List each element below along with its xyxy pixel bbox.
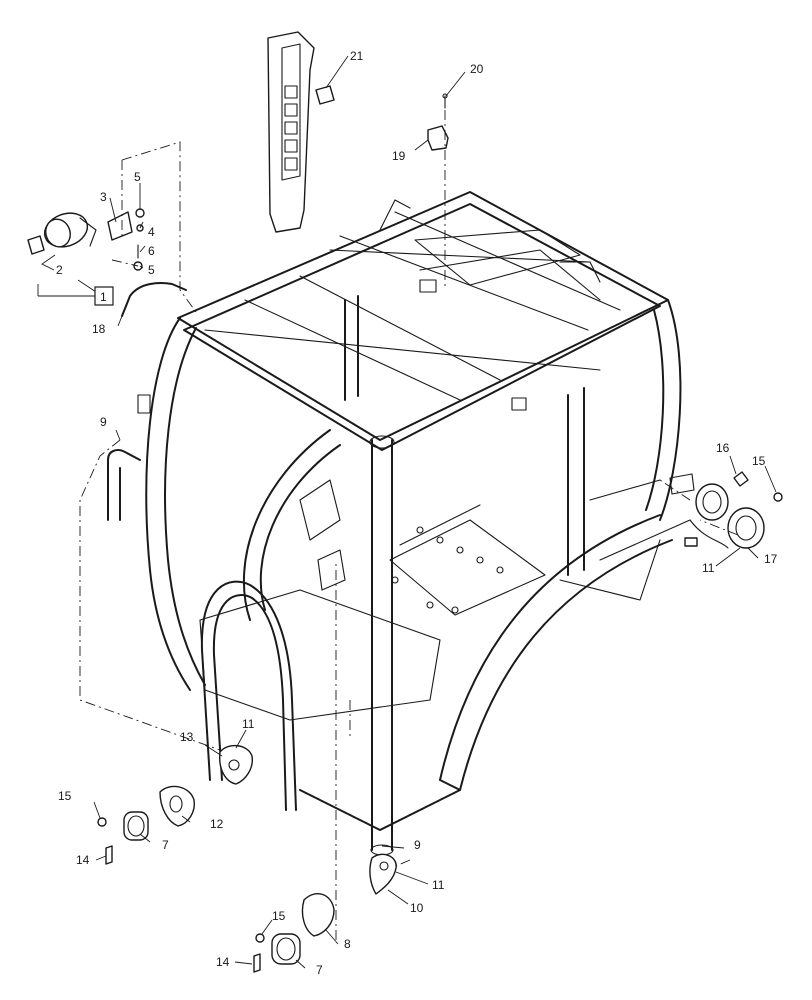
- lamp-hardware: [133, 208, 145, 271]
- pillar-trim-panel: [267, 31, 315, 233]
- callout-5-top: 5: [134, 170, 141, 184]
- callout-14-bottom: 14: [216, 955, 230, 969]
- callout-5-bottom: 5: [148, 263, 155, 277]
- callout-19: 19: [392, 149, 406, 163]
- callout-18: 18: [92, 322, 106, 336]
- callout-9-right: 9: [414, 838, 421, 852]
- front-left-lamp: [123, 811, 149, 841]
- callout-4: 4: [148, 225, 155, 239]
- callout-13: 13: [180, 730, 194, 744]
- callout-3: 3: [100, 190, 107, 204]
- lamp-wire-harness: [121, 282, 187, 317]
- callout-numbers: 2 3 4 5 6 5 18 21 20 19 9 16 15 11 17 11…: [56, 49, 778, 977]
- callout-15-right: 15: [752, 454, 766, 468]
- callout-12: 12: [210, 817, 224, 831]
- front-left-bulb: [97, 817, 107, 827]
- front-right-lamp-housing: [301, 892, 335, 937]
- callout-14-left: 14: [76, 853, 90, 867]
- callout-1: 1: [100, 290, 107, 304]
- roof-screw: [442, 93, 448, 109]
- front-left-lamp-bracket: [219, 745, 253, 785]
- dome-lamp: [315, 85, 335, 105]
- callout-9-left: 9: [100, 415, 107, 429]
- rear-bulb-small: [773, 492, 783, 502]
- callout-2: 2: [56, 263, 63, 277]
- callout-6: 6: [148, 244, 155, 258]
- front-left-lamp-housing: [159, 785, 195, 827]
- callout-17: 17: [764, 552, 778, 566]
- callout-11-right: 11: [702, 561, 715, 575]
- front-right-screw: [253, 953, 261, 973]
- front-left-screw: [105, 845, 113, 865]
- floor-bolts: [391, 526, 504, 614]
- callout-10: 10: [410, 901, 424, 915]
- callout-7-bottom: 7: [316, 963, 323, 977]
- callout-7-left: 7: [162, 838, 169, 852]
- rear-work-lamp-pair: [684, 483, 765, 549]
- callout-11-left: 11: [242, 717, 255, 731]
- callout-1-box: 1: [94, 286, 114, 306]
- callout-20: 20: [470, 62, 484, 76]
- callout-16: 16: [716, 441, 730, 455]
- front-right-lamp: [271, 933, 301, 965]
- leader-lines: [37, 55, 777, 969]
- callout-15-bottom: 15: [272, 909, 286, 923]
- callout-21: 21: [350, 49, 364, 63]
- front-right-bulb: [255, 933, 265, 943]
- callout-8: 8: [344, 937, 351, 951]
- callout-15-left: 15: [58, 789, 72, 803]
- work-lamp-top: [27, 212, 97, 255]
- lamp-bracket: [107, 211, 133, 241]
- cab-frame: [107, 191, 695, 856]
- callout-11-bottom: 11: [432, 878, 445, 892]
- rear-bulb: [733, 471, 749, 487]
- front-right-lamp-bracket: [369, 853, 397, 895]
- assembly-lines: [79, 110, 739, 940]
